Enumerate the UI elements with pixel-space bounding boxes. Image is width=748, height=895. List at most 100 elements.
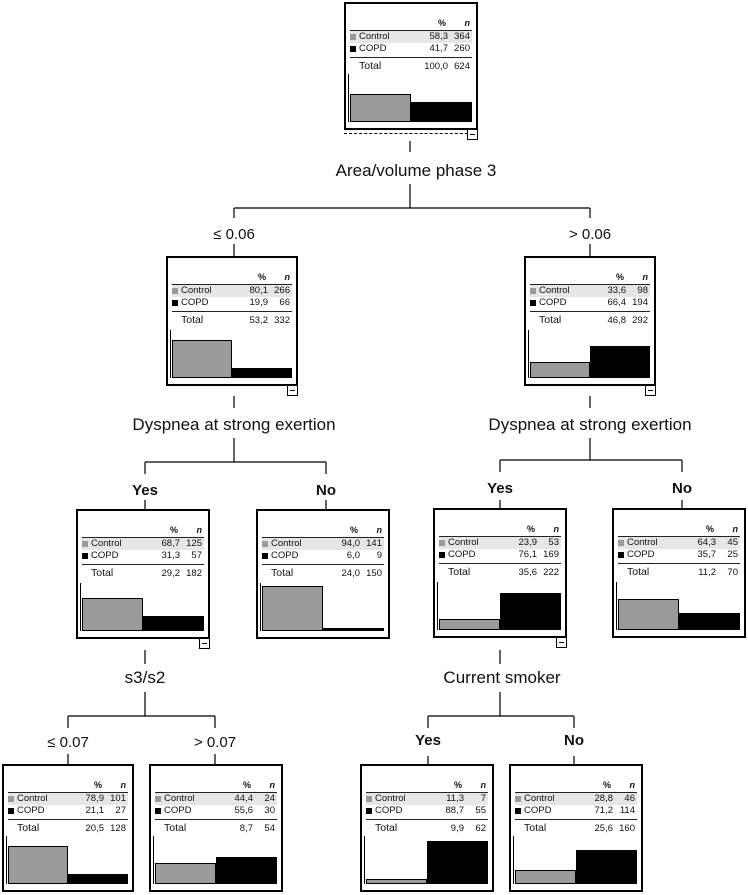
total-count: 182 [186,568,202,579]
copd-bar [427,841,488,884]
total-percent: 29,2 [161,568,181,579]
count-header: n [629,780,636,790]
control-percent: 80,1 [249,285,269,296]
bar-axis [528,330,529,378]
total-count: 62 [475,823,486,834]
bar-plot [6,836,130,884]
percent-header: % [169,525,178,535]
collapse-icon[interactable] [645,385,656,396]
copd-bar [323,628,384,631]
control-swatch-icon [366,796,372,802]
copd-bar [679,613,740,630]
collapse-icon[interactable] [467,129,478,140]
control-bar [172,340,232,378]
control-swatch-icon [82,541,88,547]
bar-axis [437,582,438,630]
bar-plot [153,836,279,884]
total-percent: 8,7 [239,823,253,834]
branch-label-yes-smoker: Yes [415,732,441,749]
node-underline [344,133,478,134]
percent-header: % [453,780,462,790]
copd-percent: 31,3 [161,550,181,561]
control-count: 364 [454,31,470,42]
control-bar [366,879,427,884]
branch-label-le-006: ≤ 0.06 [213,226,255,243]
copd-swatch-icon [366,808,372,814]
total-count: 54 [264,823,275,834]
control-bar [350,94,411,122]
count-header: n [196,525,203,535]
copd-bar [216,857,277,884]
bar-plot [348,74,474,122]
collapse-icon[interactable] [287,385,298,396]
copd-swatch-icon [155,808,161,814]
copd-count: 55 [475,805,486,816]
collapse-icon[interactable] [199,638,210,649]
total-percent: 53,2 [249,315,269,326]
copd-swatch-icon [262,553,268,559]
percent-header: % [615,272,624,282]
table-header: %n [366,780,488,793]
copd-bar [143,616,204,631]
control-label: Control [359,31,390,42]
total-percent: 9,9 [450,823,464,834]
total-percent: 100,0 [424,61,448,72]
control-label: Control [164,793,195,804]
split-label-area-volume: Area/volume phase 3 [335,161,497,180]
total-count: 128 [110,823,126,834]
copd-count: 27 [115,805,126,816]
collapse-icon[interactable] [556,637,567,648]
total-row: Total 53,2 332 [172,311,292,327]
control-percent: 44,4 [234,793,254,804]
bar-axis [170,330,171,378]
control-percent: 33,6 [607,285,627,296]
copd-swatch-icon [8,808,14,814]
bar-plot [260,583,386,631]
total-count: 332 [274,315,290,326]
copd-label: COPD [539,297,567,308]
copd-count: 194 [632,297,648,308]
control-bar [8,846,68,884]
control-label: Control [181,285,212,296]
control-count: 24 [264,793,275,804]
total-label: Total [181,314,204,326]
total-count: 70 [727,567,738,578]
table-header: %n [82,525,204,538]
copd-count: 260 [454,43,470,54]
control-percent: 78,9 [85,793,105,804]
count-header: n [284,272,291,282]
